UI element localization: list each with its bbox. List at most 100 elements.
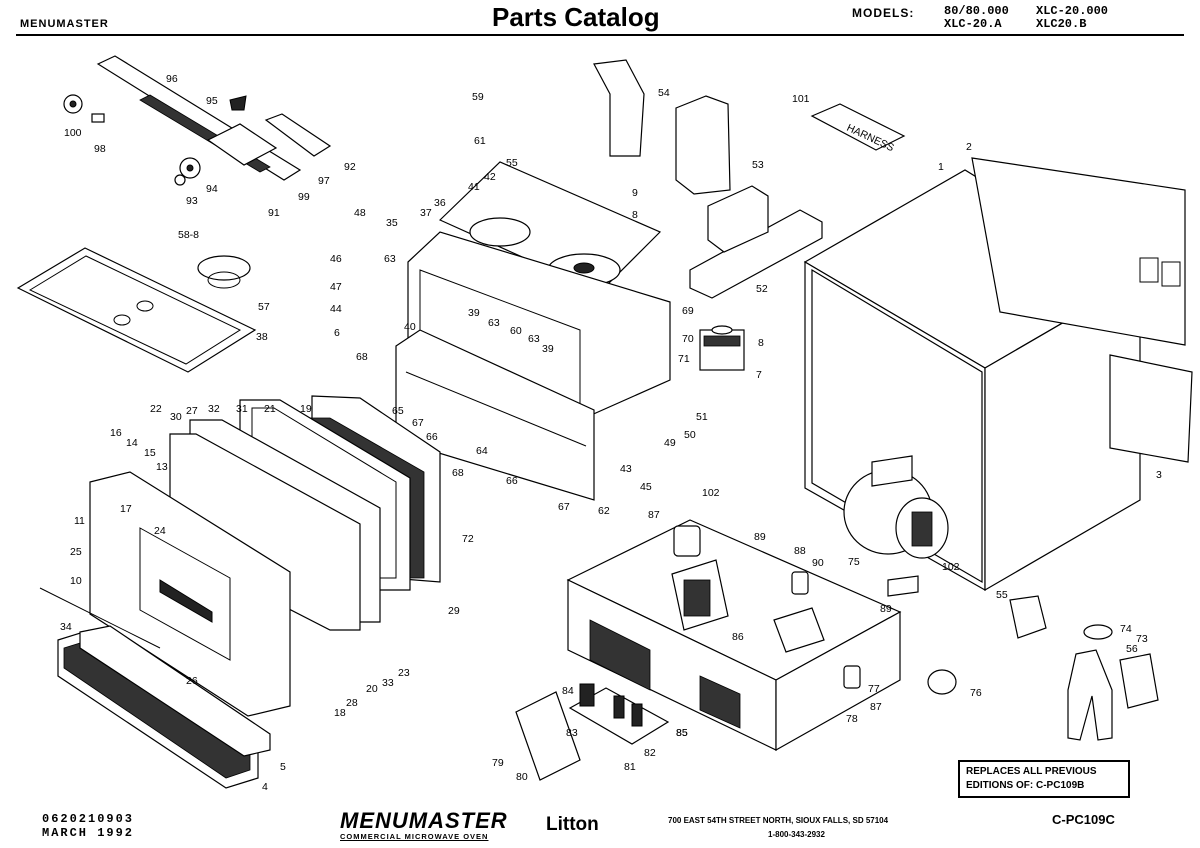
callout-number: 85 <box>676 727 688 739</box>
callout-number: 62 <box>598 505 610 517</box>
duct-bracket <box>707 185 769 253</box>
callout-number: 96 <box>166 73 178 85</box>
callout-number: 66 <box>506 475 518 487</box>
callout-number: 46 <box>330 253 342 265</box>
callout-number: 30 <box>170 411 182 423</box>
callout-number: 88 <box>794 545 806 557</box>
callout-number: 67 <box>412 417 424 429</box>
callout-number: 27 <box>186 405 198 417</box>
models-label: MODELS: <box>852 6 915 20</box>
oven-chassis <box>395 161 671 501</box>
menumaster-logo: MENUMASTER <box>340 808 508 833</box>
callout-number: 83 <box>566 727 578 739</box>
callout-number: 8 <box>632 209 638 221</box>
knob-center <box>186 164 194 172</box>
callout-number: 35 <box>386 217 398 229</box>
callout-number: 63 <box>528 333 540 345</box>
knob-center <box>69 100 77 108</box>
side-panel <box>1109 354 1193 463</box>
callout-number: 37 <box>420 207 432 219</box>
callout-number: 80 <box>516 771 528 783</box>
wave-guide-duct <box>689 209 823 299</box>
callout-number: 99 <box>298 191 310 203</box>
callout-number: 41 <box>468 181 480 193</box>
brand-label: MENUMASTER <box>20 18 109 30</box>
callout-number: 23 <box>398 667 410 679</box>
callout-number: 38 <box>256 331 268 343</box>
callout-number: 87 <box>648 509 660 521</box>
callout-number: 98 <box>94 143 106 155</box>
callout-number: 11 <box>74 515 85 527</box>
capacitor <box>791 571 809 595</box>
access-cover <box>515 691 581 781</box>
callout-number: 85 <box>676 727 688 739</box>
callout-number: 14 <box>126 437 138 449</box>
callout-number: 102 <box>702 487 720 499</box>
replaces-line: EDITIONS OF: C-PC109B <box>966 780 1085 791</box>
callout-number: 56 <box>1126 643 1138 655</box>
company-address: 700 EAST 54TH STREET NORTH, SIOUX FALLS,… <box>668 816 889 825</box>
callout-number: 89 <box>754 531 766 543</box>
callout-number: 33 <box>382 677 394 689</box>
callout-number: 67 <box>558 501 570 513</box>
callout-number: 90 <box>812 557 824 569</box>
callout-number: 2 <box>966 141 972 153</box>
page-title: Parts Catalog <box>492 2 660 32</box>
callout-number: 55 <box>506 157 518 169</box>
callout-number: 42 <box>484 171 496 183</box>
high-voltage-module <box>773 607 825 653</box>
callout-number: 6 <box>334 327 340 339</box>
control-panel <box>96 55 302 181</box>
callout-number: 61 <box>474 135 486 147</box>
callout-number: 17 <box>120 503 132 515</box>
company-phone: 1-800-343-2932 <box>768 830 825 839</box>
fuse-holder <box>887 575 919 597</box>
callout-number: 50 <box>684 429 696 441</box>
callout-number: 81 <box>624 761 636 773</box>
air-duct <box>593 59 645 157</box>
replaces-editions-box: REPLACES ALL PREVIOUS EDITIONS OF: C-PC1… <box>958 760 1130 798</box>
capacitor <box>673 525 701 557</box>
callout-number: 63 <box>384 253 396 265</box>
callout-number: 26 <box>186 675 198 687</box>
callout-number: 95 <box>206 95 218 107</box>
callout-number: 52 <box>756 283 768 295</box>
callout-number: 79 <box>492 757 504 769</box>
callout-number: 13 <box>156 461 168 473</box>
circuit-board <box>264 113 332 157</box>
clamp <box>1083 624 1113 640</box>
relay <box>613 695 625 719</box>
callout-number: 29 <box>448 605 460 617</box>
callout-number: 9 <box>632 187 638 199</box>
callout-number: 75 <box>848 556 860 568</box>
callout-number: 71 <box>678 353 690 365</box>
callout-number: 3 <box>1156 469 1162 481</box>
callout-number: 69 <box>682 305 694 317</box>
callout-number: 91 <box>268 207 280 219</box>
stirrer <box>197 255 251 281</box>
callout-number: 94 <box>206 183 218 195</box>
document-number: C-PC109C <box>1052 812 1115 827</box>
callout-number: 70 <box>682 333 694 345</box>
capacitor <box>843 665 861 689</box>
callout-number: 39 <box>468 307 480 319</box>
litton-logo: Litton <box>546 814 599 835</box>
callout-number: 32 <box>208 403 220 415</box>
callout-number: 34 <box>60 621 72 633</box>
header-rule <box>16 34 1184 36</box>
relay <box>579 683 595 707</box>
callout-number: 64 <box>476 445 488 457</box>
thermostat <box>927 669 957 695</box>
callout-number: 55 <box>996 589 1008 601</box>
callout-number: 54 <box>658 87 670 99</box>
callout-number: 45 <box>640 481 652 493</box>
bracket <box>1119 653 1159 709</box>
callout-number: 76 <box>970 687 982 699</box>
callout-number: 15 <box>144 447 156 459</box>
wire-harness <box>810 103 906 151</box>
callout-number: 21 <box>264 403 276 415</box>
callout-number: 60 <box>510 325 522 337</box>
replaces-line: REPLACES ALL PREVIOUS <box>966 766 1097 777</box>
callout-number: 100 <box>64 127 82 139</box>
